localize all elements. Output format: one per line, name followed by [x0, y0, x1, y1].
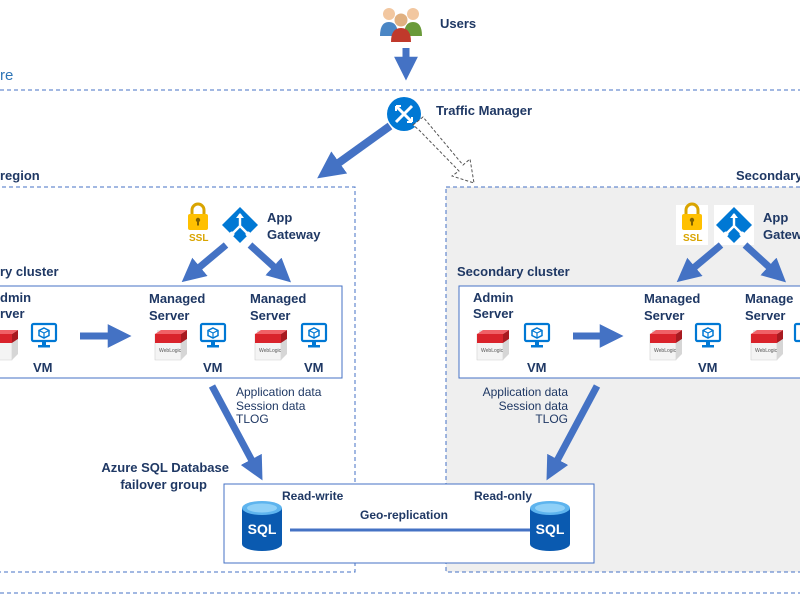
primary-managed1-weblogic-icon: [154, 329, 188, 361]
primary-cluster-to-sql-arrow: [208, 384, 263, 481]
secondary-managed1-weblogic-label: WebLogic: [654, 348, 677, 354]
primary-ssl-icon: [186, 202, 210, 232]
secondary-managed1-label-2: Server: [644, 308, 684, 323]
secondary-app-gateway-label-1: App: [763, 210, 788, 225]
secondary-cluster-to-sql-arrow: [546, 384, 601, 481]
secondary-managed2-weblogic-label: WebLogic: [755, 348, 778, 354]
read-only-label: Read-only: [474, 489, 532, 503]
primary-managed2-weblogic-label: WebLogic: [259, 348, 282, 354]
primary-managed2-weblogic-icon: [254, 329, 288, 361]
traffic-manager-label: Traffic Manager: [436, 103, 532, 118]
primary-cluster-label: ry cluster: [0, 264, 59, 279]
secondary-sql-label: SQL: [536, 521, 565, 537]
azure-label: re: [0, 67, 13, 84]
primary-region-box: [0, 186, 356, 573]
primary-ssl-label: SSL: [189, 233, 208, 244]
secondary-region-label: Secondary: [736, 168, 800, 183]
secondary-app-gateway-label-2: Gatew: [763, 227, 800, 242]
primary-gw-arrow-left: [181, 242, 229, 283]
secondary-admin-label-1: Admin: [473, 290, 514, 305]
primary-managed2-label-1: Managed: [250, 291, 306, 306]
primary-gw-arrow-right: [247, 242, 292, 283]
secondary-admin-label-2: Server: [473, 306, 513, 321]
secondary-cluster-label: Secondary cluster: [457, 264, 570, 279]
geo-replication-label: Geo-replication: [360, 508, 448, 522]
primary-managed1-vm-label: VM: [203, 360, 223, 375]
primary-data-line-2: Session data: [236, 399, 306, 413]
secondary-data-line-1: Application data: [483, 385, 569, 399]
sql-group-label-1: Azure SQL Database: [101, 460, 229, 475]
primary-sql-label: SQL: [248, 521, 277, 537]
secondary-data-line-2: Session data: [499, 399, 569, 413]
secondary-managed1-label-1: Managed: [644, 291, 700, 306]
primary-admin-label-2: rver: [0, 306, 25, 321]
secondary-cluster-box: [458, 285, 800, 379]
traffic-manager-icon: [387, 97, 421, 131]
primary-managed1-label-1: Managed: [149, 291, 205, 306]
secondary-ssl-label: SSL: [683, 233, 702, 244]
users-icon: [380, 8, 422, 42]
primary-data-line-3: TLOG: [236, 412, 269, 426]
read-write-label: Read-write: [282, 489, 344, 503]
geo-replication-label-bg: [358, 506, 450, 522]
primary-managed1-label-2: Server: [149, 308, 189, 323]
tm-to-secondary-arrow: [412, 116, 475, 184]
secondary-admin-weblogic-label: WebLogic: [481, 348, 504, 354]
secondary-managed2-label-2: Server: [745, 308, 785, 323]
primary-managed2-label-2: Server: [250, 308, 290, 323]
secondary-gw-arrow-right: [742, 242, 787, 283]
primary-app-gateway-icon: [220, 205, 260, 245]
secondary-managed1-vm-label: VM: [698, 360, 718, 375]
primary-app-gateway-label-2: Gateway: [267, 227, 321, 242]
primary-data-line-1: Application data: [236, 385, 322, 399]
secondary-gw-arrow-left: [676, 242, 724, 283]
secondary-admin-vm-label: VM: [527, 360, 547, 375]
primary-admin-vm-label: VM: [33, 360, 53, 375]
primary-managed2-vm-label: VM: [304, 360, 324, 375]
secondary-managed2-label-1: Manage: [745, 291, 793, 306]
primary-region-label: region: [0, 168, 40, 183]
secondary-managed2-weblogic-icon: [750, 329, 784, 361]
primary-app-gateway-label-1: App: [267, 210, 292, 225]
users-label: Users: [440, 16, 476, 31]
primary-managed1-weblogic-label: WebLogic: [159, 348, 182, 354]
primary-admin-label-1: dmin: [0, 290, 31, 305]
secondary-data-line-3: TLOG: [535, 412, 568, 426]
sql-group-label-2: failover group: [120, 477, 207, 492]
secondary-admin-weblogic-icon: [476, 329, 510, 361]
primary-admin-weblogic-icon: [0, 329, 19, 361]
tm-to-primary-arrow: [317, 122, 393, 179]
secondary-managed1-weblogic-icon: [649, 329, 683, 361]
